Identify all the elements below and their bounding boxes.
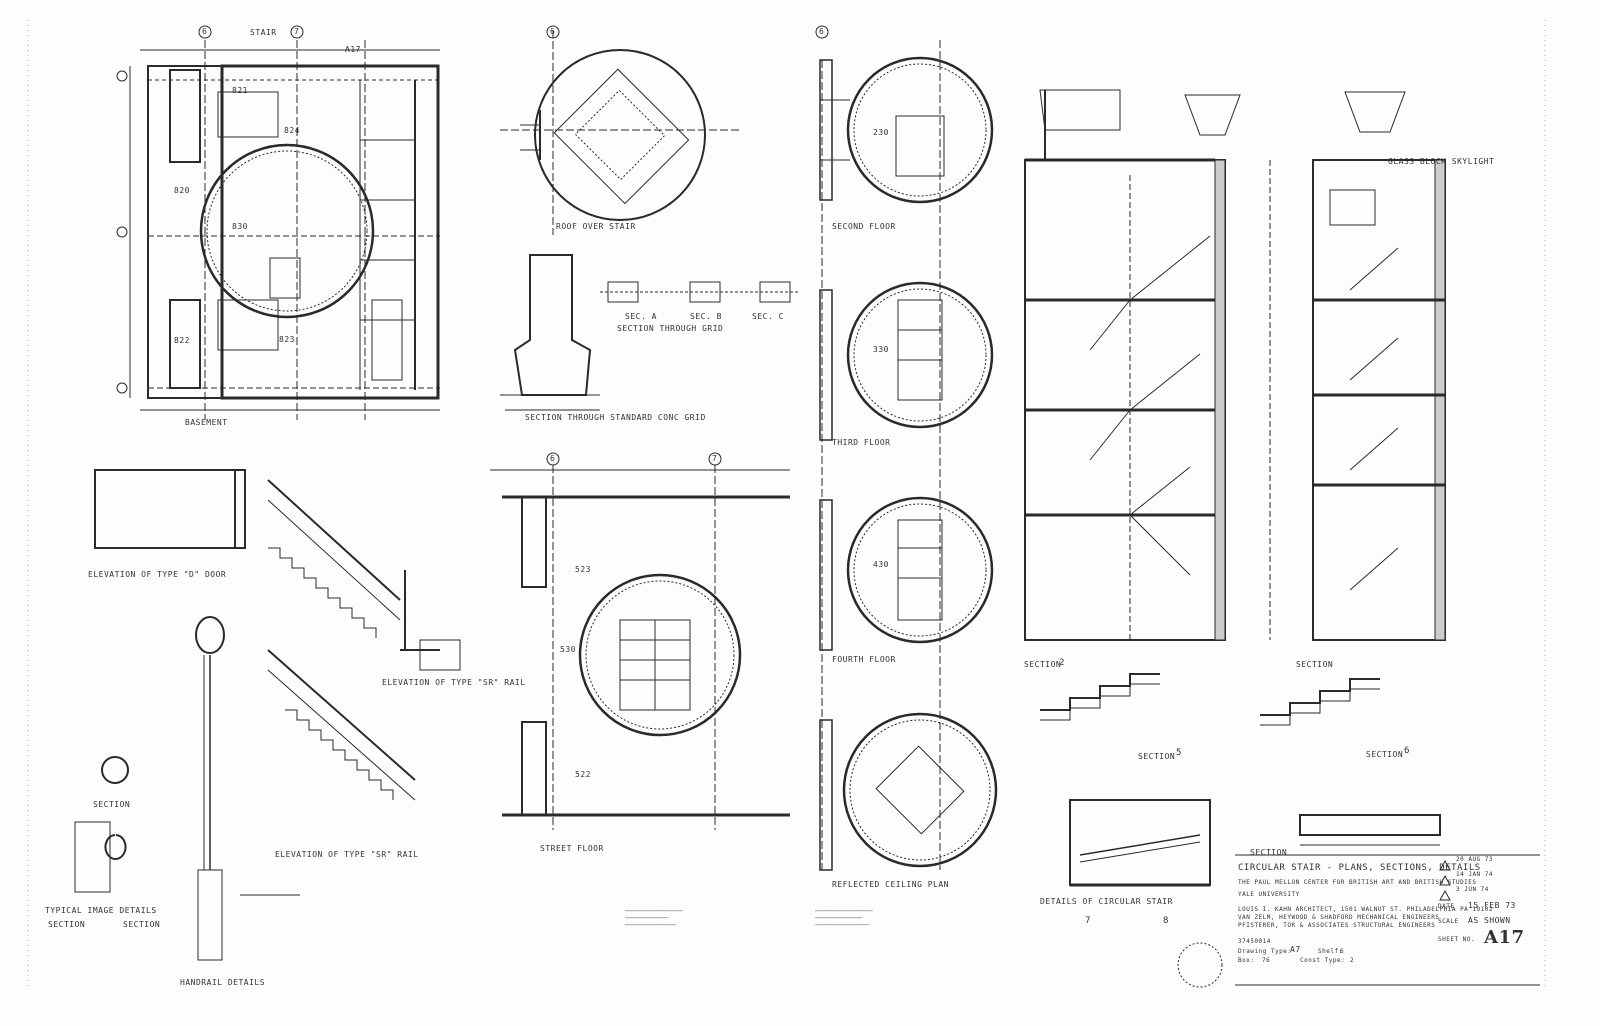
grid-bubble-6c: 6 bbox=[819, 27, 825, 36]
general-notes-block-2: ──────────────── ───────────── ─────────… bbox=[815, 908, 873, 929]
architect-name: LOUIS I. KAHN ARCHITECT, 1501 WALNUT ST.… bbox=[1238, 906, 1493, 913]
drawing-type-value: A7 bbox=[1290, 945, 1301, 954]
general-notes-block: ──────────────── ──────────── ──────────… bbox=[625, 908, 683, 929]
section-label-3: SECTION bbox=[123, 920, 161, 929]
revision-3: 3 JUN 74 bbox=[1456, 886, 1489, 893]
sheet-no-label: SHEET NO. bbox=[1438, 936, 1476, 943]
grid-bubble-6d: 6 bbox=[550, 454, 556, 463]
street-floor-label: STREET FLOOR bbox=[540, 844, 604, 853]
fourth-floor-label: FOURTH FLOOR bbox=[832, 655, 896, 664]
sec-b-label: SEC. B bbox=[690, 312, 722, 321]
engineers-name: VAN ZELM, HEYWOOD & SHADFORD MECHANICAL … bbox=[1238, 914, 1440, 921]
section-through-grid-label-2: SECTION THROUGH STANDARD CONC GRID bbox=[525, 413, 706, 422]
room-823: 823 bbox=[279, 335, 295, 344]
section-label-5: SECTION bbox=[1296, 660, 1334, 669]
elevation-type-sr2-label: ELEVATION OF TYPE "SR" RAIL bbox=[275, 850, 419, 859]
shelf-label: Shelf: bbox=[1318, 948, 1343, 955]
const-type-value: 2 bbox=[1350, 957, 1355, 964]
structural-name: PFISTERER, TOR & ASSOCIATES STRUCTURAL E… bbox=[1238, 922, 1436, 929]
room-330: 330 bbox=[873, 345, 889, 354]
section-1-drawing bbox=[1024, 89, 1241, 641]
room-820: 820 bbox=[174, 186, 190, 195]
elevation-drawings bbox=[74, 469, 461, 961]
room-822: 822 bbox=[174, 336, 190, 345]
second-floor-label: SECOND FLOOR bbox=[832, 222, 896, 231]
section-label-4: SECTION bbox=[1024, 660, 1062, 669]
room-824: 824 bbox=[284, 126, 300, 135]
room-530: 530 bbox=[560, 645, 576, 654]
section-number-5: 5 bbox=[1176, 748, 1182, 758]
room-430: 430 bbox=[873, 560, 889, 569]
project-name: THE PAUL MELLON CENTER FOR BRITISH ART A… bbox=[1238, 879, 1477, 886]
title-block-lines bbox=[1177, 854, 1540, 988]
reflected-ceiling-plan-label: REFLECTED CEILING PLAN bbox=[832, 880, 949, 889]
section-label-2: SECTION bbox=[48, 920, 86, 929]
const-type-label: Const Type: bbox=[1300, 957, 1346, 964]
sheet-number: A17 bbox=[1484, 927, 1525, 948]
handrail-details-label: HANDRAIL DETAILS bbox=[180, 978, 266, 987]
grid-bubble-6a: 6 bbox=[202, 27, 208, 36]
stair-label: STAIR bbox=[250, 28, 277, 37]
revision-1: 20 AUG 73 bbox=[1456, 856, 1494, 863]
skylight-label: GLASS BLOCK SKYLIGHT bbox=[1388, 157, 1495, 166]
revision-2: 14 JAN 74 bbox=[1456, 871, 1494, 878]
date-value: 15 FEB 73 bbox=[1468, 901, 1516, 910]
date-label: DATE bbox=[1438, 903, 1455, 910]
upper-floor-plans bbox=[815, 25, 998, 871]
section-label-1: SECTION bbox=[93, 800, 131, 809]
grid-bubble-6b: 6 bbox=[550, 27, 556, 36]
scale-value: AS SHOWN bbox=[1468, 916, 1511, 925]
elevation-type-sr-label: ELEVATION OF TYPE "SR" RAIL bbox=[382, 678, 526, 687]
ref-a17: A17 bbox=[345, 45, 361, 54]
section-number-8: 8 bbox=[1163, 916, 1169, 926]
catalog-number: 37450014 bbox=[1238, 938, 1271, 945]
room-522: 522 bbox=[575, 770, 591, 779]
elevation-type-d-label: ELEVATION OF TYPE "D" DOOR bbox=[88, 570, 227, 579]
section-number-6: 6 bbox=[1404, 746, 1410, 756]
circular-stair-details bbox=[1040, 673, 1441, 887]
section-label-8: SECTION bbox=[1250, 848, 1288, 857]
section-through-grid bbox=[500, 254, 800, 411]
roof-over-stair-plan bbox=[500, 25, 740, 235]
drawing-title: CIRCULAR STAIR - PLANS, SECTIONS, DETAIL… bbox=[1238, 863, 1481, 873]
drawing-type-label: Drawing Type: bbox=[1238, 948, 1292, 955]
section-number-7: 7 bbox=[1085, 916, 1091, 926]
section-through-grid-label: SECTION THROUGH GRID bbox=[617, 324, 724, 333]
scale-label: SCALE bbox=[1438, 918, 1459, 925]
room-230: 230 bbox=[873, 128, 889, 137]
section-label-6: SECTION bbox=[1138, 752, 1176, 761]
sec-c-label: SEC. C bbox=[752, 312, 784, 321]
room-830: 830 bbox=[232, 222, 248, 231]
grid-bubble-7d: 7 bbox=[712, 454, 718, 463]
roof-over-stair-label: ROOF OVER STAIR bbox=[556, 222, 636, 231]
section-label-7: SECTION bbox=[1366, 750, 1404, 759]
box-value: 76 bbox=[1262, 957, 1271, 964]
street-floor-plan bbox=[490, 452, 790, 830]
client-name: YALE UNIVERSITY bbox=[1238, 891, 1300, 898]
third-floor-label: THIRD FLOOR bbox=[832, 438, 891, 447]
sec-a-label: SEC. A bbox=[625, 312, 657, 321]
box-label: Box: bbox=[1238, 957, 1255, 964]
basement-plan bbox=[116, 25, 440, 420]
grid-bubble-7a: 7 bbox=[294, 27, 300, 36]
section-number-2: 2 bbox=[1059, 658, 1065, 668]
typical-image-details-label: TYPICAL IMAGE DETAILS bbox=[45, 906, 157, 915]
basement-label: BASEMENT bbox=[185, 418, 228, 427]
details-circular-stair-label: DETAILS OF CIRCULAR STAIR bbox=[1040, 897, 1173, 906]
section-2-drawing bbox=[1269, 91, 1446, 641]
room-821: 821 bbox=[232, 86, 248, 95]
shelf-value: 6 bbox=[1340, 948, 1345, 955]
room-523: 523 bbox=[575, 565, 591, 574]
